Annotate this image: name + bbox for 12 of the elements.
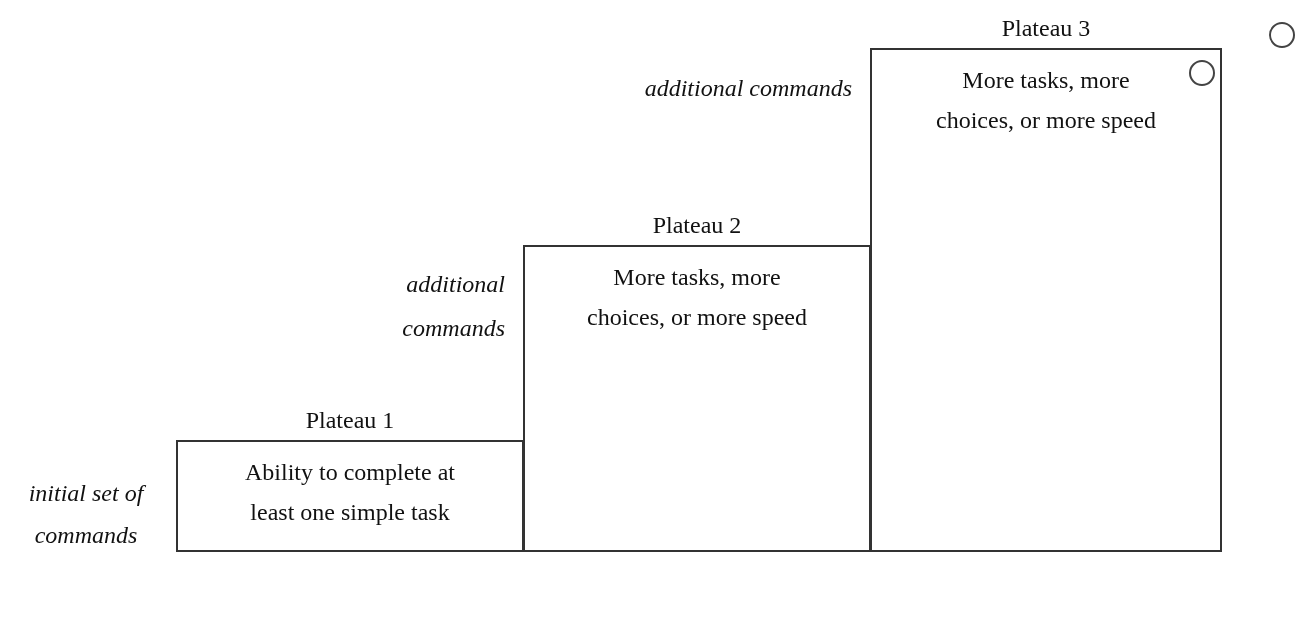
- plateau-box: [523, 245, 871, 552]
- plateau-description: More tasks, more choices, or more speed: [586, 263, 808, 332]
- plateau-heading: Plateau 3: [1000, 14, 1092, 42]
- command-note: additional commands: [401, 270, 505, 343]
- plateau-box: [870, 48, 1222, 552]
- plateau-heading: Plateau 1: [304, 406, 396, 434]
- plateau-description: Ability to complete at least one simple task: [244, 458, 456, 527]
- plateau-heading: Plateau 2: [651, 211, 743, 239]
- command-note: additional commands: [643, 74, 852, 103]
- command-note: initial set of commands: [27, 479, 147, 550]
- plateau-box: [176, 440, 524, 552]
- plateau-description: More tasks, more choices, or more speed: [935, 66, 1157, 135]
